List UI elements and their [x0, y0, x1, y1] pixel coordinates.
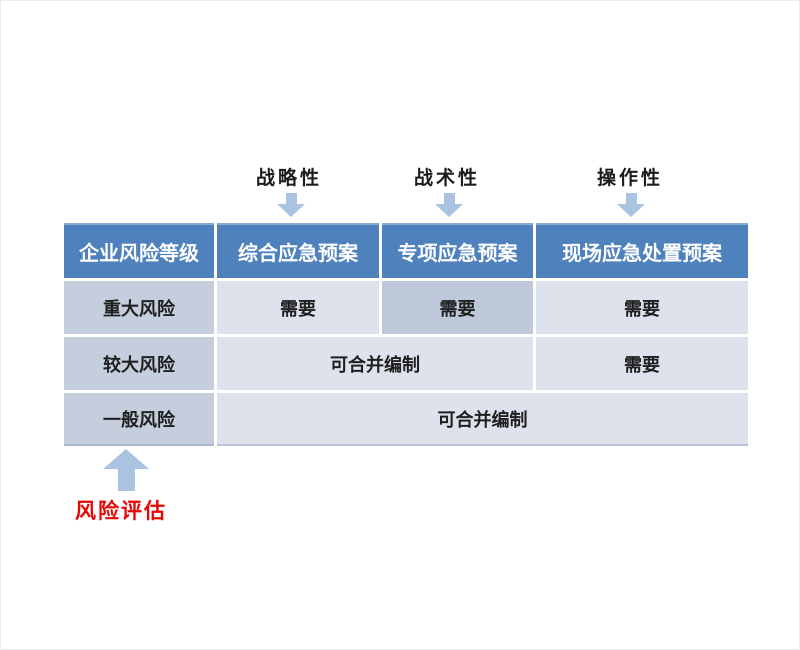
row-larger-merged-cell: 可合并编制 — [217, 337, 533, 390]
label-operational: 操作性 — [596, 167, 663, 189]
row-general-risk-level: 一般风险 — [64, 393, 214, 446]
down-arrow-icon — [277, 193, 305, 217]
risk-plan-table: 企业风险等级 综合应急预案 专项应急预案 现场应急处置预案 重大风险 需要 需要… — [64, 223, 748, 446]
up-arrow-icon — [103, 449, 149, 491]
header-special-plan: 专项应急预案 — [382, 223, 533, 278]
label-strategic: 战略性 — [255, 167, 322, 189]
header-comprehensive-plan: 综合应急预案 — [217, 223, 379, 278]
row-larger-onsite: 需要 — [536, 337, 748, 390]
risk-assessment-label: 风险评估 — [75, 499, 167, 523]
row-major-onsite: 需要 — [536, 281, 748, 334]
down-arrow-icon — [617, 193, 645, 217]
row-general-merged-cell: 可合并编制 — [217, 393, 748, 446]
header-risk-level: 企业风险等级 — [64, 223, 214, 278]
row-major-special: 需要 — [382, 281, 533, 334]
row-major-risk-level: 重大风险 — [64, 281, 214, 334]
down-arrow-icon — [435, 193, 463, 217]
row-larger-risk-level: 较大风险 — [64, 337, 214, 390]
header-onsite-plan: 现场应急处置预案 — [536, 223, 748, 278]
label-tactical: 战术性 — [413, 167, 480, 189]
row-major-comprehensive: 需要 — [217, 281, 379, 334]
